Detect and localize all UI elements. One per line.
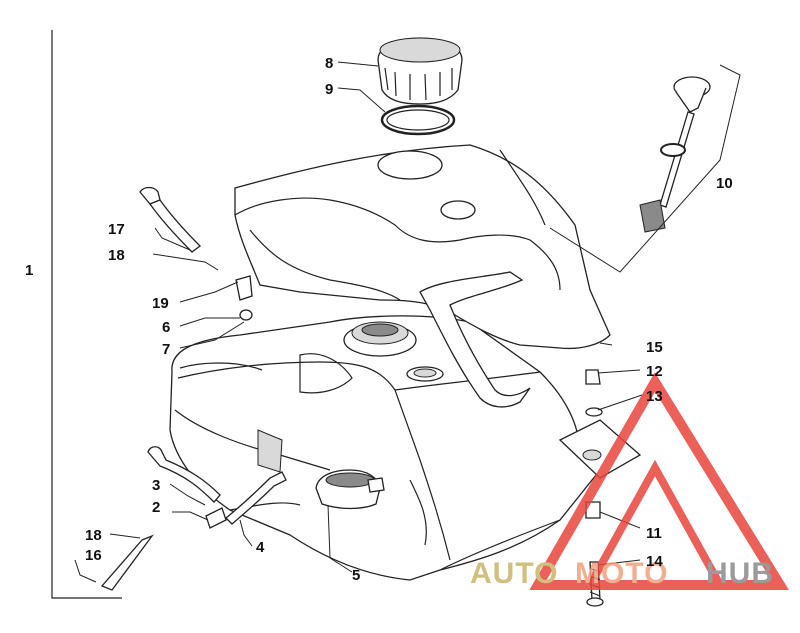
label-3: 3 [152,477,160,494]
label-13: 13 [646,388,663,405]
label-18-upper: 18 [108,247,125,264]
leader-lines [109,61,643,573]
fuel-cap [377,37,463,105]
label-19: 19 [152,295,169,312]
label-10: 10 [716,175,733,192]
label-17: 17 [108,221,125,238]
drain-hose-assembly [74,446,287,591]
watermark-word-auto: AUTO [470,557,558,590]
fuel-tank-body [169,315,601,581]
label-18-lower: 18 [85,527,102,544]
fuel-pickup [315,469,385,510]
part-labels: 1 2 3 4 5 6 7 8 9 10 11 12 13 14 15 16 1… [25,55,733,584]
cap-gasket [380,104,456,136]
label-9: 9 [325,81,333,98]
label-11: 11 [646,525,662,542]
label-2: 2 [152,499,160,516]
label-7: 7 [162,341,170,358]
vent-hose-15 [419,271,531,408]
label-1: 1 [25,262,33,279]
fuel-gauge-sender [549,64,741,273]
assembly-bracket [51,30,122,599]
watermark-word-moto: MOTO [575,557,668,590]
watermark-word-hub: HUB [706,557,774,590]
vent-hose-17 [139,186,253,321]
label-6: 6 [162,319,170,336]
tank-shroud [234,144,611,350]
label-5: 5 [352,567,360,584]
autosmotohub-watermark: AUTO MOTO HUB [470,372,789,590]
label-14: 14 [646,553,663,570]
label-16: 16 [85,547,102,564]
label-4: 4 [256,539,265,556]
label-12: 12 [646,363,663,380]
label-15: 15 [646,339,663,356]
label-8: 8 [325,55,333,72]
